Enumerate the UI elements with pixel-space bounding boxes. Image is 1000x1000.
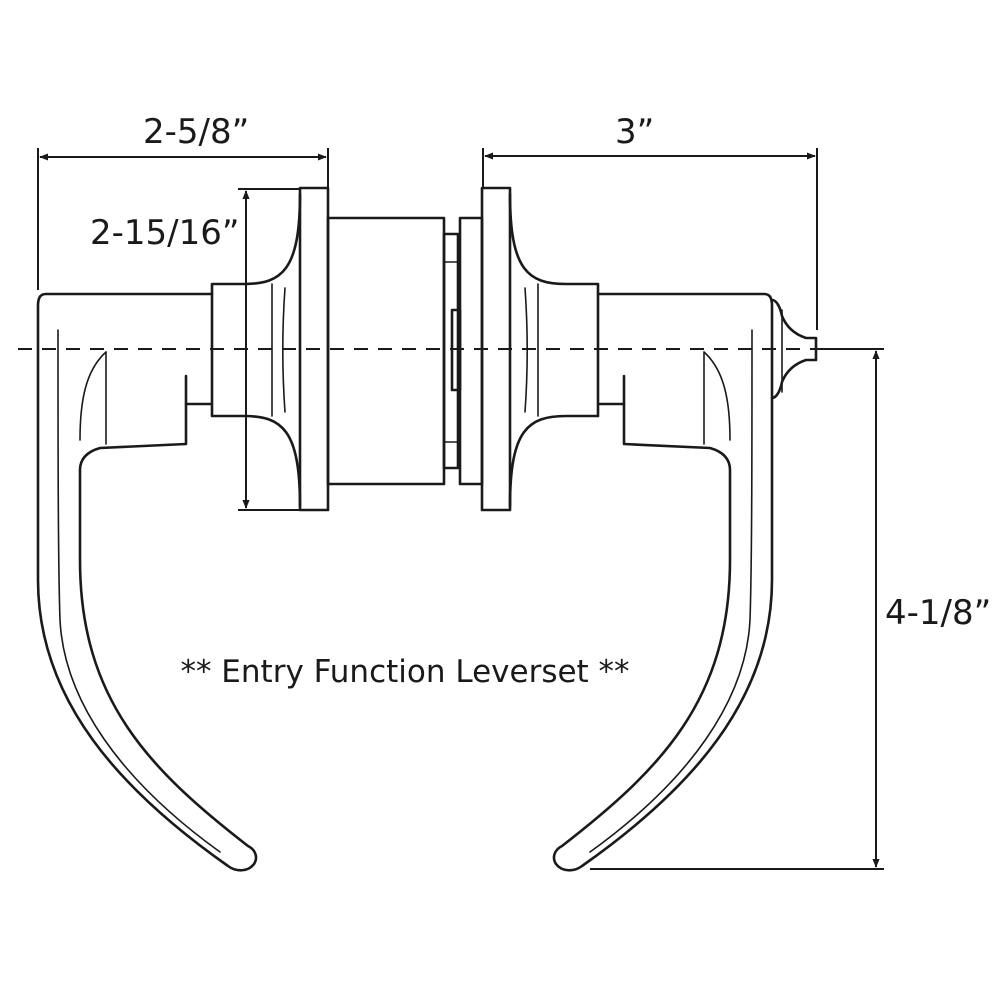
dimension-label-right-width: 3” [615, 112, 655, 152]
lock-chassis [326, 216, 462, 486]
dimension-label-left-width: 2-5/8” [143, 112, 250, 152]
left-lever [36, 292, 258, 872]
right-rose [458, 186, 600, 512]
dimension-left-width [37, 148, 329, 290]
diagram-caption: ** Entry Function Leverset ** [180, 654, 630, 690]
dimension-label-lever-drop: 4-1/8” [885, 593, 992, 633]
dimension-lever-drop [590, 348, 884, 870]
dimension-label-rose-diameter: 2-15/16” [90, 213, 240, 253]
dimension-rose-diameter [238, 188, 300, 511]
right-lever [552, 292, 818, 872]
dimension-right-width [482, 148, 818, 330]
